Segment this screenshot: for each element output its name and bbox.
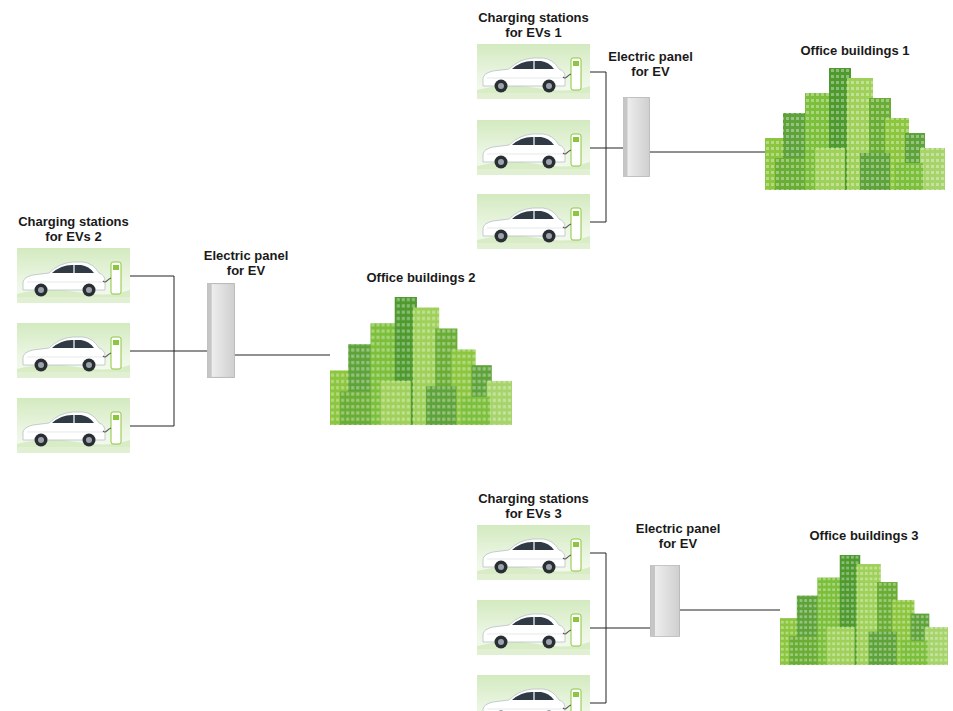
- office-buildings: [330, 297, 512, 425]
- bus-bracket: [590, 72, 606, 222]
- electric-panel: [624, 98, 650, 177]
- electric-panel-box: Electric panel for EV: [623, 97, 650, 177]
- ev-car-illustration: [477, 194, 590, 249]
- node-label: Charging stations for EVs 3: [469, 491, 599, 521]
- ev-car-illustration: [17, 398, 130, 453]
- node-label: Office buildings 2: [366, 270, 475, 285]
- ev-car-illustration: [477, 675, 590, 711]
- connector-line: [606, 148, 623, 149]
- node-label: Electric panel for EV: [628, 521, 728, 551]
- node-label: Charging stations for EVs 1: [469, 10, 599, 40]
- connector-line: [606, 628, 650, 629]
- node-label: Electric panel for EV: [196, 248, 296, 278]
- ev-car-illustration: [17, 323, 130, 378]
- node-label: Electric panel for EV: [601, 49, 701, 79]
- ev-car-illustration: [477, 600, 590, 655]
- connector-line: [174, 351, 207, 352]
- node-label: Office buildings 3: [809, 528, 918, 543]
- charging-station-group: Charging stations for EVs 1: [477, 44, 606, 249]
- bus-bracket: [590, 553, 606, 703]
- office-building-box: Office buildings 2: [330, 297, 512, 425]
- ev-car-illustration: [17, 248, 130, 303]
- ev-car-illustration: [477, 120, 590, 175]
- office-building-box: Office buildings 1: [765, 68, 945, 190]
- office-buildings: [765, 68, 945, 190]
- bus-bracket: [130, 276, 174, 426]
- node-label: Office buildings 1: [800, 43, 909, 58]
- office-buildings: [780, 555, 948, 665]
- electric-panel: [208, 284, 235, 378]
- ev-car-illustration: [477, 44, 590, 99]
- office-building-box: Office buildings 3: [780, 555, 948, 665]
- connector-line: [235, 355, 330, 356]
- electric-panel: [651, 565, 680, 636]
- connector-line: [680, 610, 780, 611]
- electric-panel-box: Electric panel for EV: [650, 565, 680, 637]
- charging-station-group: Charging stations for EVs 2: [17, 248, 174, 455]
- connector-line: [650, 152, 765, 153]
- ev-car-illustration: [477, 525, 590, 580]
- node-label: Charging stations for EVs 2: [9, 214, 139, 244]
- electric-panel-box: Electric panel for EV: [207, 283, 235, 378]
- charging-station-group: Charging stations for EVs 3: [477, 525, 606, 711]
